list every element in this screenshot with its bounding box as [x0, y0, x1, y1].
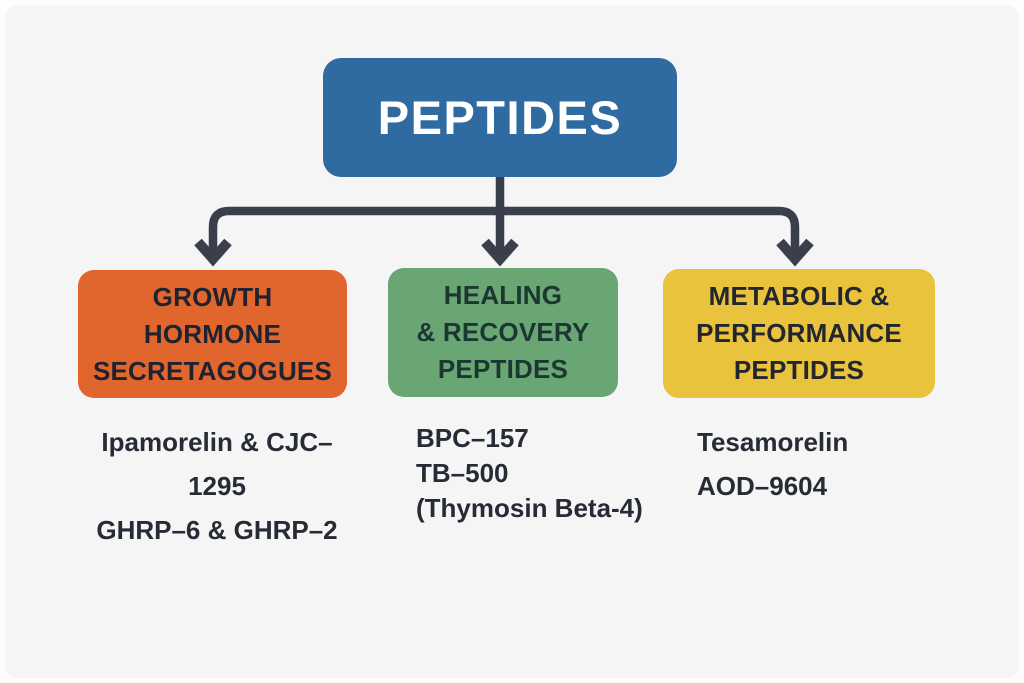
connector-branch-rail [208, 206, 800, 252]
branch-node-growth-hormone-secretagogues: GROWTH HORMONE SECRETAGOGUES [78, 270, 347, 398]
branch-heading: HEALING & RECOVERY PEPTIDES [416, 280, 590, 384]
branch-heading: METABOLIC & PERFORMANCE PEPTIDES [696, 281, 902, 385]
branch-heading: GROWTH HORMONE SECRETAGOGUES [92, 281, 333, 386]
root-node-label: PEPTIDES [377, 91, 623, 144]
connector-arrowheads [194, 238, 814, 267]
branch-node-metabolic-performance-peptides: METABOLIC & PERFORMANCE PEPTIDES [663, 269, 935, 398]
list-item: Ipamorelin & CJC–1295 [101, 427, 333, 501]
connector-lines [208, 176, 800, 252]
arrowhead-center [481, 238, 519, 267]
branch-items-healing-recovery-peptides: BPC–157 TB–500 (Thymosin Beta-4) [416, 421, 676, 526]
list-item: GHRP–6 & GHRP–2 [96, 515, 338, 545]
branch-node-healing-recovery-peptides: HEALING & RECOVERY PEPTIDES [388, 268, 618, 397]
arrowhead-left [194, 238, 232, 267]
root-node-peptides: PEPTIDES [323, 58, 677, 177]
list-item: BPC–157 [416, 423, 529, 453]
list-item: TB–500 [416, 458, 509, 488]
list-item: (Thymosin Beta-4) [416, 493, 643, 523]
list-item: Tesamorelin [697, 427, 849, 457]
list-item: AOD–9604 [697, 471, 828, 501]
arrowhead-right [776, 238, 814, 267]
branch-items-growth-hormone-secretagogues: Ipamorelin & CJC–1295 GHRP–6 & GHRP–2 [82, 420, 352, 552]
branch-items-metabolic-performance-peptides: Tesamorelin AOD–9604 [697, 420, 937, 508]
